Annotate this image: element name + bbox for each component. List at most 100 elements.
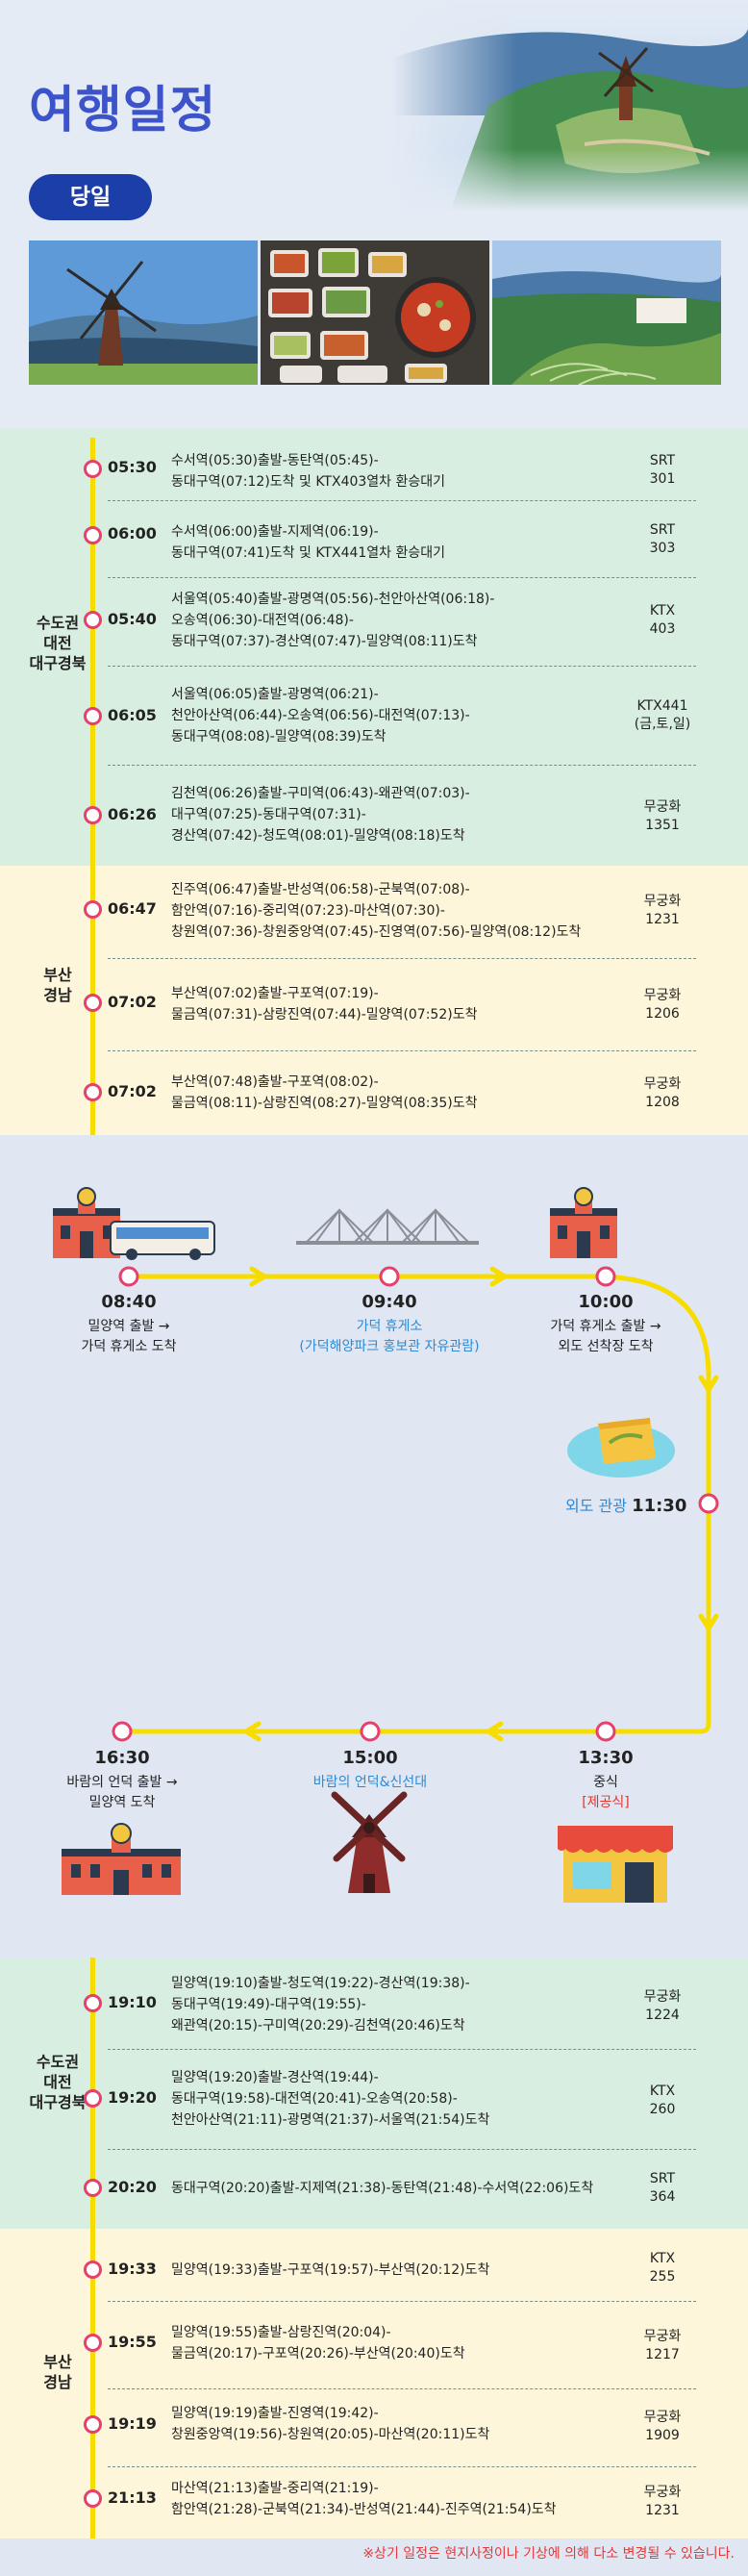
- row-separator: [108, 2149, 696, 2150]
- departure-time: 19:55: [108, 2333, 157, 2351]
- timeline-dot: [84, 900, 102, 919]
- departure-time: 21:13: [108, 2488, 157, 2507]
- tour-route-map: 08:40 밀양역 출발 →가덕 휴게소 도착 09:40 가덕 휴게소(가덕해…: [0, 1135, 748, 1957]
- route-text: 수서역(06:00)출발-지제역(06:19)-동대구역(07:41)도착 및 …: [171, 524, 446, 561]
- route-text: 서울역(06:05)출발-광명역(06:21)-천안아산역(06:44)-오송역…: [171, 687, 470, 745]
- row-separator: [108, 958, 696, 959]
- stop-oedo: 외도 관광 11:30: [565, 1496, 687, 1516]
- windmill-icon: [331, 1791, 408, 1893]
- footer-strip: [0, 2538, 748, 2576]
- timeline-dot: [84, 460, 102, 478]
- route-text: 밀양역(19:19)출발-진영역(19:42)-창원중앙역(19:56)-창원역…: [171, 2406, 490, 2442]
- restaurant-icon: [558, 1826, 673, 1903]
- stop-time-0840: 08:40: [101, 1292, 157, 1312]
- row-separator: [108, 666, 696, 667]
- stop-desc: 중식[제공식]: [582, 1775, 630, 1810]
- station-icon: [62, 1823, 181, 1895]
- departure-time: 20:20: [108, 2178, 157, 2196]
- stop-time-1330: 13:30: [578, 1748, 634, 1768]
- stop-time-1000: 10:00: [578, 1292, 634, 1312]
- timeline-dot: [84, 2089, 102, 2108]
- hero-windmill-photo: [392, 0, 748, 212]
- departure-time: 06:26: [108, 805, 157, 823]
- timeline-dot: [84, 1083, 102, 1101]
- day-badge: 당일: [29, 174, 152, 220]
- bridge-icon: [296, 1208, 479, 1245]
- row-separator: [108, 1050, 696, 1051]
- route-text: 부산역(07:02)출발-구포역(07:19)-물금역(07:31)-삼랑진역(…: [171, 986, 478, 1023]
- stop-desc: 가덕 휴게소 출발 →외도 선착장 도착: [550, 1319, 661, 1354]
- stop-desc: 바람의 언덕 출발 →밀양역 도착: [66, 1775, 178, 1810]
- timeline-dot: [84, 2415, 102, 2434]
- footnote: ※상기 일정은 현지사정이나 기상에 의해 다소 변경될 수 있습니다.: [362, 2546, 735, 2562]
- timeline-dot: [84, 994, 102, 1012]
- route-text: 수서역(05:30)출발-동탄역(05:45)-동대구역(07:12)도착 및 …: [171, 453, 446, 490]
- return-timeline: [90, 1957, 95, 2538]
- departure-time: 06:05: [108, 706, 157, 724]
- train-info: KTX441(금,토,일): [634, 698, 691, 732]
- outbound-timeline: [90, 438, 95, 1135]
- stop-time-1500: 15:00: [342, 1748, 398, 1768]
- departure-time: 07:02: [108, 993, 157, 1011]
- row-separator: [108, 500, 696, 501]
- departure-time: 19:20: [108, 2088, 157, 2107]
- photo-windmill: [29, 240, 258, 385]
- departure-time: 19:19: [108, 2414, 157, 2433]
- schedule-row: 05:30 수서역(05:30)출발-동탄역(05:45)-동대구역(07:12…: [0, 450, 748, 521]
- stop-desc: 가덕 휴게소(가덕해양파크 홍보관 자유관람): [299, 1319, 480, 1354]
- timeline-dot: [84, 2260, 102, 2279]
- departure-time: 06:47: [108, 899, 157, 918]
- station-icon: [550, 1187, 617, 1258]
- photo-garden: [492, 240, 721, 385]
- row-separator: [108, 2301, 696, 2302]
- departure-time: 19:33: [108, 2260, 157, 2278]
- stop-desc: 바람의 언덕&신선대: [312, 1775, 428, 1790]
- timeline-dot: [84, 611, 102, 629]
- route-text: 밀양역(19:10)출발-청도역(19:22)-경산역(19:38)-동대구역(…: [171, 1976, 470, 2033]
- row-separator: [108, 765, 696, 766]
- header: 여행일정 당일: [0, 0, 748, 428]
- departure-time: 07:02: [108, 1082, 157, 1100]
- photo-meal: [261, 240, 489, 385]
- route-text: 밀양역(19:20)출발-경산역(19:44)-동대구역(19:58)-대전역(…: [171, 2070, 490, 2128]
- route-path: [112, 1266, 719, 1742]
- stop-time-0940: 09:40: [362, 1292, 417, 1312]
- route-text: 부산역(07:48)출발-구포역(08:02)-물금역(08:11)-삼랑진역(…: [171, 1074, 478, 1111]
- timeline-dot: [84, 1994, 102, 2012]
- timeline-dot: [84, 707, 102, 725]
- page-title: 여행일정: [29, 82, 217, 139]
- timeline-dot: [84, 2334, 102, 2352]
- route-text: 김천역(06:26)출발-구미역(06:43)-왜관역(07:03)-대구역(0…: [171, 786, 470, 844]
- route-text: 밀양역(19:55)출발-삼랑진역(20:04)-물금역(20:17)-구포역(…: [171, 2325, 465, 2361]
- departure-time: 06:00: [108, 524, 157, 543]
- stop-desc: 밀양역 출발 →가덕 휴게소 도착: [81, 1319, 177, 1354]
- route-text: 동대구역(20:20)출발-지제역(21:38)-동탄역(21:48)-수서역(…: [171, 2181, 594, 2196]
- return-section-capital: [0, 1957, 748, 2229]
- route-text: 진주역(06:47)출발-반성역(06:58)-군북역(07:08)-함안역(0…: [171, 882, 582, 940]
- departure-time: 05:30: [108, 458, 157, 476]
- island-icon: [567, 1418, 675, 1477]
- outbound-section-busan: [0, 866, 748, 1135]
- timeline-dot: [84, 2179, 102, 2197]
- departure-time: 05:40: [108, 610, 157, 628]
- row-separator: [108, 2049, 696, 2050]
- row-separator: [108, 577, 696, 578]
- timeline-dot: [84, 526, 102, 544]
